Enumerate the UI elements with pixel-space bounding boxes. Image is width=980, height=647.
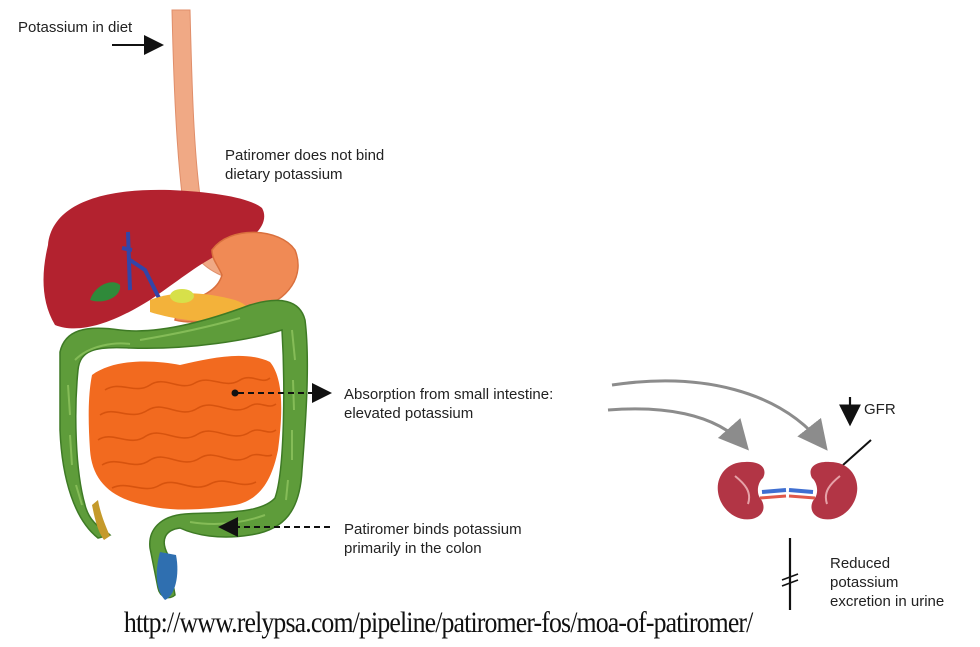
reduced-label-line2: potassium bbox=[830, 573, 898, 592]
no-bind-label-line1: Patiromer does not bind bbox=[225, 146, 384, 165]
absorption-label-line2: elevated potassium bbox=[344, 404, 473, 423]
reduced-label-line3: excretion in urine bbox=[830, 592, 944, 611]
right-kidney bbox=[811, 462, 858, 520]
no-bind-label-line2: dietary potassium bbox=[225, 165, 343, 184]
spleen bbox=[170, 289, 194, 303]
gfr-label: GFR bbox=[864, 400, 896, 419]
kidneys bbox=[718, 462, 858, 520]
binds-label-line2: primarily in the colon bbox=[344, 539, 482, 558]
absorption-label-line1: Absorption from small intestine: bbox=[344, 385, 553, 404]
gfr-pointer bbox=[843, 440, 871, 465]
binds-label-line1: Patiromer binds potassium bbox=[344, 520, 522, 539]
absorption-arrow-lower bbox=[608, 409, 745, 446]
left-kidney bbox=[718, 462, 765, 520]
source-url-caption: http://www.relypsa.com/pipeline/patirome… bbox=[120, 604, 756, 642]
absorption-dot bbox=[232, 390, 239, 397]
reduced-label-line1: Reduced bbox=[830, 554, 890, 573]
absorption-arrow-upper bbox=[612, 381, 824, 446]
renal-vessels bbox=[762, 490, 813, 492]
potassium-in-diet-label: Potassium in diet bbox=[18, 18, 132, 37]
